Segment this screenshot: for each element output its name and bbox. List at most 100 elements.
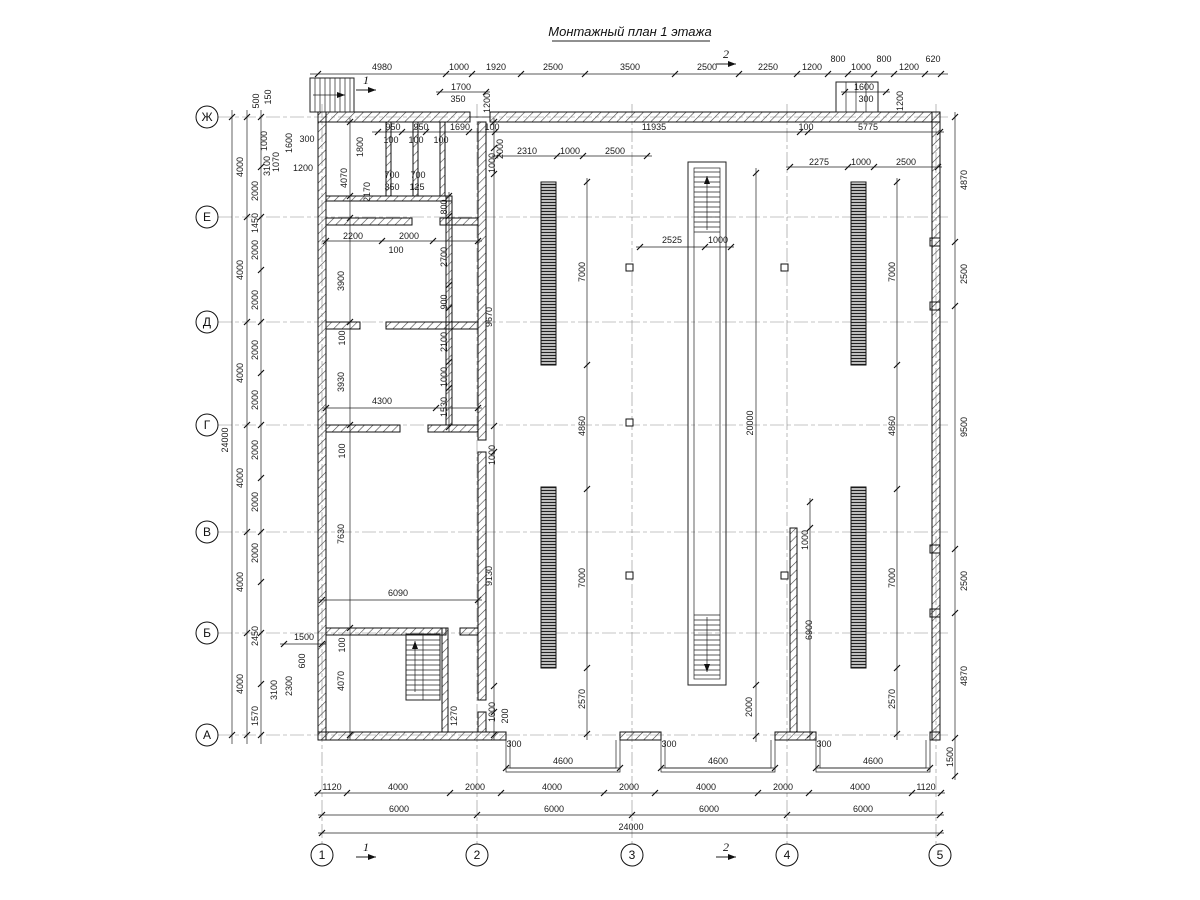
dim-label: 7000 [887,262,897,282]
dim-label: 1600 [854,82,874,92]
dim-label: 900 [439,294,449,309]
dim-label: 3900 [336,271,346,291]
dim-label: 4600 [863,756,883,766]
dim-label: 2170 [362,182,372,202]
dim-label: 6090 [388,588,408,598]
dim-label: 6000 [544,804,564,814]
conveyor-strips [540,181,867,669]
dim-label: 100 [337,443,347,458]
section-mark-label: 1 [363,73,369,87]
dim-labels-topleft: 500 150 1000 1070 1600 300 1200 [251,89,315,173]
dim-label: 4000 [388,782,408,792]
dim-labels-top2: 1700 350 1200 1600 300 1200 950 950 1690… [383,82,916,192]
dim-label: 6900 [804,620,814,640]
dim-label: 4000 [850,782,870,792]
dim-label: 1000 [800,530,810,550]
dim-label: 100 [798,122,813,132]
dim-label: 4860 [577,416,587,436]
dim-label: 9500 [959,417,969,437]
dim-label: 100 [408,135,423,145]
dim-label: 1000 [708,235,728,245]
dim-label: 150 [263,89,273,104]
dim-label: 4980 [372,62,392,72]
axis-label-row: Д [203,315,211,329]
dim-label: 1200 [802,62,822,72]
dim-label: 2000 [465,782,485,792]
dim-label: 4600 [708,756,728,766]
dim-label: 800 [830,54,845,64]
dim-label: 2000 [250,543,260,563]
dim-label: 800 [439,199,449,214]
dim-label: 1450 [250,213,260,233]
entrance-steps [505,740,931,773]
dim-label: 1200 [895,91,905,111]
axis-label-col: 5 [937,848,944,862]
drawing-title: Монтажный план 1 этажа [548,24,711,39]
dim-label: 2000 [619,782,639,792]
axis-bubbles-rows: Ж Е Д Г В Б А [195,105,219,747]
dim-label: 2500 [697,62,717,72]
dim-label: 5775 [858,122,878,132]
dim-label: 100 [433,135,448,145]
dim-labels-hall: 7000 7000 7000 7000 4860 4860 2570 2570 … [577,235,897,717]
dim-label: 100 [337,330,347,345]
dim-label: 100 [484,122,499,132]
dim-label: 800 [876,54,891,64]
dim-label: 350 [450,94,465,104]
dim-label: 1120 [916,782,935,792]
dim-label: 6000 [853,804,873,814]
dim-label: 1000 [487,445,497,465]
dim-label: 1000 [851,157,871,167]
dim-label: 2000 [250,240,260,260]
dim-label: 620 [925,54,940,64]
dim-label: 4870 [959,666,969,686]
dim-label: 300 [506,739,521,749]
walls [317,111,941,741]
axis-label-row: Е [203,210,211,224]
axis-label-col: 1 [319,848,326,862]
dim-label: 1690 [450,122,470,132]
dim-label: 4000 [696,782,716,792]
dim-label: 600 [297,653,307,668]
column-markers [625,263,789,580]
section-mark-label: 2 [723,840,729,854]
dim-label: 700 [410,170,425,180]
dim-label: 1920 [486,62,506,72]
dim-label: 2000 [744,697,754,717]
dim-label: 4870 [959,170,969,190]
dim-label: 200 [500,708,510,723]
dim-label: 2000 [250,492,260,512]
dim-label: 4000 [235,468,245,488]
dim-label: 1530 [439,397,449,417]
dim-label: 1000 [259,131,269,151]
dim-label: 100 [383,135,398,145]
dim-label: 1000 [560,146,580,156]
dim-label: 2500 [896,157,916,167]
dim-label: 2570 [887,689,897,709]
dim-label: 7630 [336,524,346,544]
axis-label-row: Г [204,418,211,432]
dim-label: 4070 [339,168,349,188]
dim-label: 1000 [487,702,497,722]
dim-label: 3100 [262,156,272,176]
dim-label: 2000 [399,231,419,241]
dim-label: 4300 [372,396,392,406]
axis-label-row: Ж [201,110,212,124]
section-mark-label: 1 [363,840,369,854]
dim-label: 3100 [269,680,279,700]
dim-label: 1700 [451,82,471,92]
dim-label: 2000 [250,290,260,310]
dim-labels-left: 24000 4000 4000 4000 4000 4000 4000 2000… [220,156,279,726]
dim-label: 1570 [250,706,260,726]
dim-label: 2000 [773,782,793,792]
dim-label: 1800 [355,137,365,157]
dim-label: 2250 [758,62,778,72]
dim-label: 2000 [250,181,260,201]
dim-label: 4070 [336,671,346,691]
dim-label: 4600 [553,756,573,766]
dim-label: 9130 [484,566,494,586]
dim-label: 1000 [449,62,469,72]
dim-label: 2310 [517,146,537,156]
